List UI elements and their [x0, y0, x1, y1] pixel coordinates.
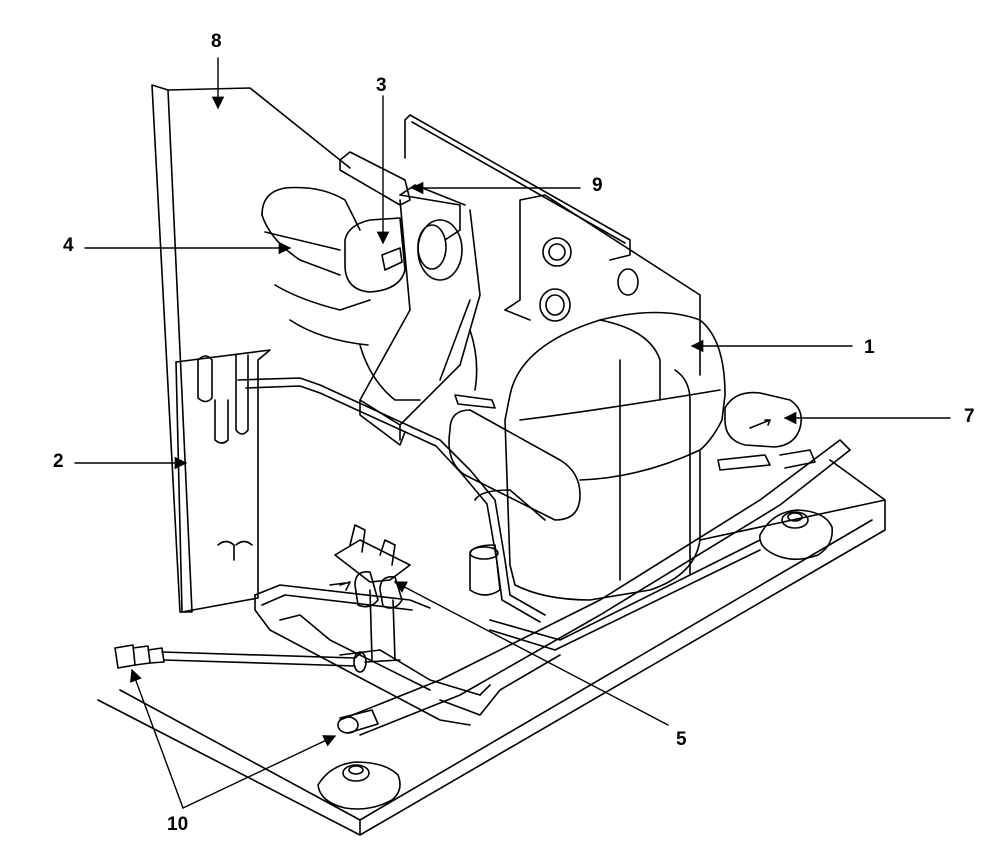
leader-5: [393, 581, 669, 726]
filter-drier: [717, 391, 816, 471]
rubber-foot-right: [759, 509, 834, 561]
fan-blade: [261, 186, 478, 401]
refrigerant-tubing: [254, 439, 851, 736]
callout-2: 2: [53, 451, 64, 472]
leader-10a: [130, 668, 184, 809]
callout-10: 10: [167, 814, 189, 835]
base-plate: [97, 459, 886, 836]
service-fitting: [114, 644, 401, 673]
callout-3: 3: [376, 75, 387, 96]
leader-lines: [74, 57, 951, 809]
receiver-cylinder: [448, 409, 581, 596]
fan-shroud: [339, 151, 481, 446]
callout-8: 8: [211, 31, 222, 52]
condenser-coil: [151, 84, 546, 623]
leader-10b: [182, 735, 337, 809]
compressor: [454, 311, 726, 601]
rubber-foot-front: [317, 761, 401, 810]
callout-4: 4: [63, 235, 74, 256]
back-panel: [404, 114, 701, 376]
callout-7: 7: [964, 406, 975, 427]
callout-5: 5: [676, 729, 687, 750]
capillary-probe: [337, 709, 379, 734]
fan-motor: [344, 217, 406, 293]
callout-1: 1: [864, 337, 875, 358]
callout-9: 9: [592, 175, 603, 196]
pressure-switch-assembly: [329, 524, 411, 661]
